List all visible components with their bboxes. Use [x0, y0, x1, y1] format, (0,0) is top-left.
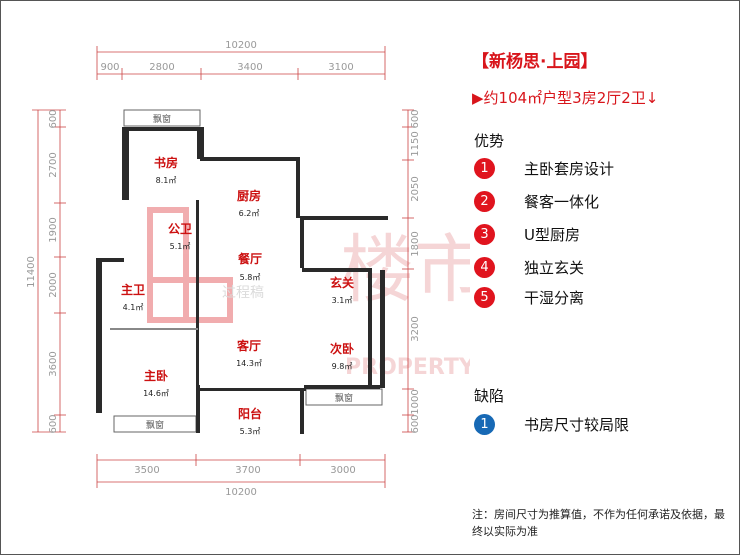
dim-bottom-2: 3700 [235, 465, 260, 476]
svg-text:次卧: 次卧 [330, 341, 354, 356]
walls [96, 127, 388, 434]
listing-title: 【新杨思·上园】 [472, 52, 598, 72]
number-badge-icon: 3 [474, 223, 495, 245]
room-dining: 餐厅 5.8㎡ [238, 251, 262, 282]
number-badge-icon: 1 [474, 157, 495, 179]
bay-window-label-3: 飘窗 [335, 392, 353, 404]
floor-plan: 楼市独家 PROPERTY EXCLUSIVE 过程稿 10200 900 28… [26, 40, 470, 498]
advantages-heading: 优势 [474, 132, 505, 150]
dim-top-3: 3400 [237, 62, 262, 73]
svg-text:5.3㎡: 5.3㎡ [240, 427, 261, 436]
svg-text:3.1㎡: 3.1㎡ [332, 296, 353, 305]
room-kitchen: 厨房 6.2㎡ [237, 188, 261, 218]
svg-text:公卫: 公卫 [168, 222, 192, 236]
room-balcony: 阳台 5.3㎡ [238, 406, 262, 436]
bay-window-label-2: 飘窗 [146, 419, 164, 431]
dim-top-4: 3100 [328, 62, 353, 73]
svg-text:厨房: 厨房 [237, 188, 261, 203]
room-master-bath: 主卫 4.1㎡ [121, 282, 145, 312]
advantage-text: 餐客一体化 [524, 192, 600, 211]
svg-text:餐厅: 餐厅 [238, 251, 262, 266]
dim-right-6: 1000 [410, 389, 421, 414]
svg-text:阳台: 阳台 [238, 406, 262, 421]
dim-right-1: 600 [410, 109, 421, 128]
dim-bottom-3: 3000 [330, 465, 355, 476]
dim-bottom-total: 10200 [225, 487, 257, 498]
room-second-bedroom: 次卧 9.8㎡ [330, 341, 354, 371]
advantage-item: 1 主卧套房设计 [474, 156, 614, 180]
watermark-en: PROPERTY EXCLUSIVE [345, 355, 470, 380]
advantage-item: 4 独立玄关 [474, 255, 584, 279]
disadvantages-heading: 缺陷 [474, 387, 505, 405]
unit-subtitle: ▶约104㎡户型3房2厅2卫↓ [472, 89, 659, 107]
svg-text:5.8㎡: 5.8㎡ [240, 273, 261, 282]
number-badge-icon: 2 [474, 190, 495, 212]
dim-top-total: 10200 [225, 40, 257, 51]
dim-left-4: 2000 [48, 272, 59, 297]
svg-text:6.2㎡: 6.2㎡ [239, 209, 260, 218]
dim-left-1: 600 [48, 109, 59, 128]
dim-left-total: 11400 [26, 256, 37, 288]
disclaimer-note: 注：房间尺寸为推算值，不作为任何承诺及依据，最终以实际为准 [472, 508, 725, 538]
svg-text:主卫: 主卫 [121, 282, 145, 297]
disadvantage-item: 1 书房尺寸较局限 [474, 412, 629, 436]
advantage-item: 2 餐客一体化 [474, 189, 599, 213]
room-labels: 书房 8.1㎡ 厨房 6.2㎡ 公卫 5.1㎡ 餐厅 5.8㎡ 主卫 4.1㎡ 玄关 3.1… [121, 155, 354, 436]
dim-right-5: 3200 [410, 316, 421, 341]
svg-text:书房: 书房 [154, 155, 178, 170]
advantage-item: 5 干湿分离 [474, 285, 584, 309]
dim-top-1: 900 [100, 62, 119, 73]
room-living: 客厅 14.3㎡ [236, 338, 262, 368]
advantage-text: 干湿分离 [524, 288, 585, 307]
svg-text:5.1㎡: 5.1㎡ [170, 242, 191, 251]
number-badge-icon: 1 [474, 413, 495, 435]
dim-top-2: 2800 [149, 62, 174, 73]
dim-left-2: 2700 [48, 152, 59, 177]
dim-left-6: 600 [48, 414, 59, 433]
dim-right-2: 1150 [410, 131, 421, 156]
advantage-item: 3 U型厨房 [474, 222, 580, 246]
advantage-text: 独立玄关 [524, 258, 585, 277]
number-badge-icon: 4 [474, 256, 495, 278]
svg-text:玄关: 玄关 [330, 275, 354, 290]
dim-right-3: 2050 [410, 176, 421, 201]
dim-bottom-1: 3500 [134, 465, 159, 476]
svg-text:客厅: 客厅 [236, 338, 261, 353]
bay-window-label-1: 飘窗 [153, 113, 171, 125]
number-badge-icon: 5 [474, 286, 495, 308]
svg-text:8.1㎡: 8.1㎡ [156, 176, 177, 185]
room-master-bedroom: 主卧 14.6㎡ [143, 368, 169, 398]
dim-right-7: 600 [410, 414, 421, 433]
svg-text:14.6㎡: 14.6㎡ [143, 389, 169, 398]
dim-right-4: 1800 [410, 231, 421, 256]
svg-text:4.1㎡: 4.1㎡ [123, 303, 144, 312]
advantage-text: U型厨房 [524, 225, 580, 244]
disadvantage-text: 书房尺寸较局限 [524, 415, 630, 434]
advantage-text: 主卧套房设计 [524, 159, 615, 178]
dim-left-5: 3600 [48, 351, 59, 376]
room-study: 书房 8.1㎡ [154, 155, 178, 185]
svg-text:9.8㎡: 9.8㎡ [332, 362, 353, 371]
svg-text:主卧: 主卧 [144, 368, 168, 383]
dim-left-3: 1900 [48, 217, 59, 242]
room-foyer: 玄关 3.1㎡ [330, 275, 354, 305]
svg-text:14.3㎡: 14.3㎡ [236, 359, 262, 368]
watermark-small: 过程稿 [222, 285, 264, 301]
room-public-bath: 公卫 5.1㎡ [168, 222, 192, 251]
